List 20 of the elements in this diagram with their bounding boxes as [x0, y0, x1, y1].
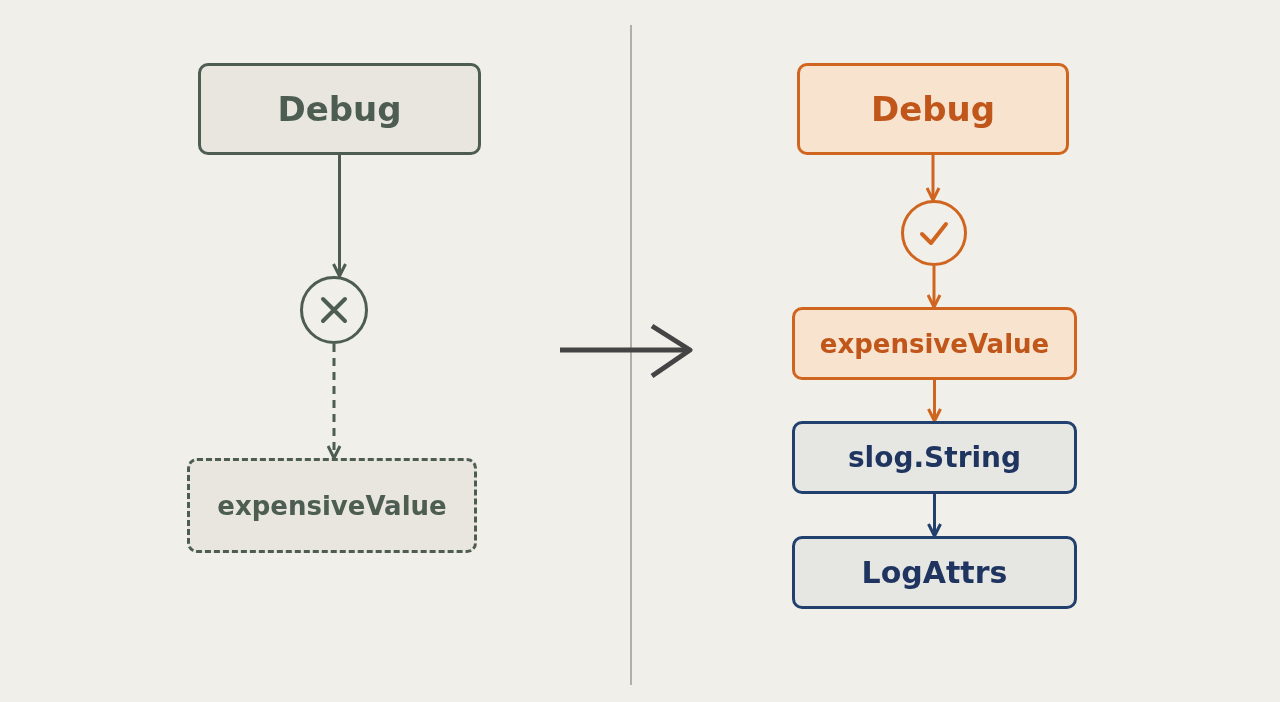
status-circle [901, 200, 967, 266]
dashed-box [187, 458, 477, 553]
box-label: LogAttrs [861, 555, 1008, 590]
process-box [797, 63, 1069, 155]
box-label: expensiveValue [217, 490, 447, 521]
process-box [792, 307, 1077, 380]
arrow [925, 155, 941, 202]
box-label: Debug [277, 89, 402, 129]
arrow [332, 155, 347, 278]
arrow [927, 380, 942, 423]
box-label: slog.String [847, 441, 1022, 474]
arrow [926, 266, 942, 309]
box-label: Debug [870, 89, 996, 129]
process-box [792, 536, 1077, 609]
process-box [198, 63, 481, 155]
status-circle [300, 276, 368, 344]
arrow [326, 344, 342, 460]
arrow [927, 494, 942, 538]
box-label: expensiveValue [819, 328, 1050, 359]
process-box [792, 421, 1077, 494]
